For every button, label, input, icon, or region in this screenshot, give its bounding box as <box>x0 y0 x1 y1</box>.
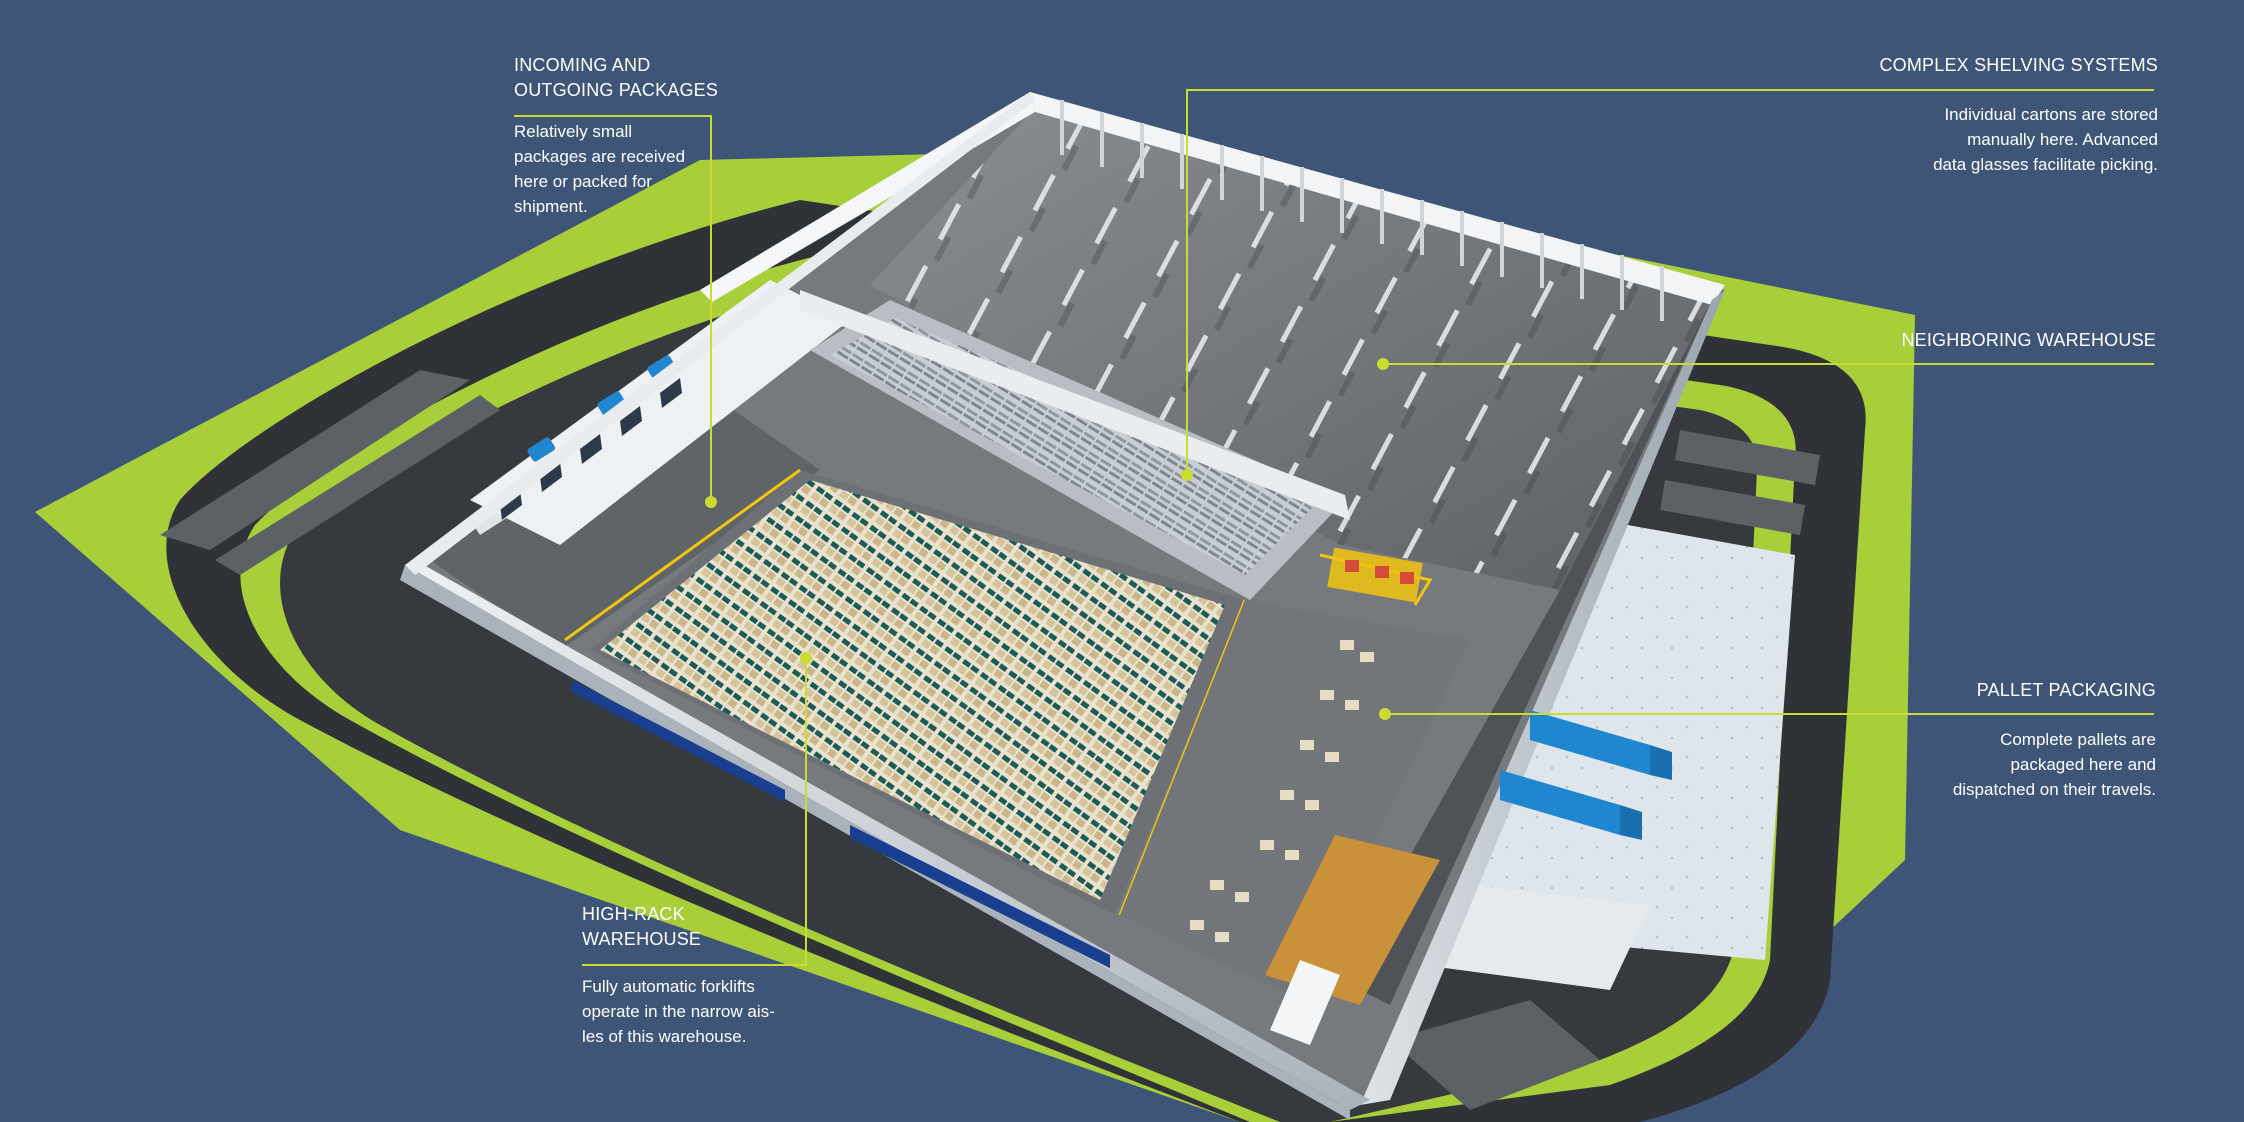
callout-incoming: INCOMING AND OUTGOING PACKAGES Relativel… <box>514 53 718 219</box>
office-block <box>470 280 850 545</box>
pallets <box>1190 640 1374 942</box>
warehouse-building <box>400 92 1725 1120</box>
pallet-packaging-floor <box>1120 600 1470 1000</box>
callout-dots <box>705 358 1391 720</box>
incoming-zone-floor <box>430 380 820 650</box>
trucks <box>1500 710 1672 840</box>
shelving-racks <box>830 318 1320 575</box>
right-wall <box>1360 290 1725 1105</box>
front-wall <box>405 560 1370 1110</box>
left-wall <box>405 92 1036 575</box>
callout-neighboring: NEIGHBORING WAREHOUSE <box>1901 328 2156 353</box>
high-rack-storage <box>600 480 1225 900</box>
delivery-vans <box>527 355 676 462</box>
callout-highrack-desc: Fully automatic forklifts operate in the… <box>582 977 775 1046</box>
parking-left <box>160 370 500 575</box>
callout-dot-highrack <box>800 652 812 664</box>
dock-house <box>1270 960 1340 1045</box>
callout-highrack: HIGH-RACK WAREHOUSE Fully automatic fork… <box>582 902 775 1049</box>
callout-pallet-title: PALLET PACKAGING <box>1976 680 2156 700</box>
callout-shelving-title: COMPLEX SHELVING SYSTEMS <box>1879 55 2158 75</box>
callout-neighboring-title: NEIGHBORING WAREHOUSE <box>1901 330 2156 350</box>
packaging-machines <box>1327 547 1423 603</box>
callout-dot-shelving <box>1181 469 1193 481</box>
callout-line-incoming <box>514 115 712 502</box>
office-windows <box>500 378 682 520</box>
front-wall-windows <box>572 680 1110 968</box>
callout-pallet-desc: Complete pallets are packaged here and d… <box>1952 730 2156 799</box>
callout-shelving-desc: Individual cartons are stored manually h… <box>1933 105 2158 174</box>
callout-lines <box>514 89 2154 966</box>
back-wall <box>1030 92 1725 305</box>
parking-right <box>1660 430 1820 535</box>
callout-incoming-title: INCOMING AND OUTGOING PACKAGES <box>514 55 719 100</box>
callout-line-highrack <box>582 658 807 966</box>
callout-line-shelving <box>1186 89 2154 475</box>
callout-highrack-title: HIGH-RACK WAREHOUSE <box>582 904 702 949</box>
callout-shelving: COMPLEX SHELVING SYSTEMS Individual cart… <box>1879 53 2158 177</box>
callout-dot-incoming <box>705 496 717 508</box>
loading-dock <box>1265 835 1440 1005</box>
callout-incoming-desc: Relatively small packages are received h… <box>514 122 686 216</box>
parking-bottom <box>1390 1000 1600 1110</box>
callout-dot-neighboring <box>1377 358 1389 370</box>
back-wall-pillars <box>1060 100 1664 321</box>
callout-pallet: PALLET PACKAGING Complete pallets are pa… <box>1953 678 2156 802</box>
callout-dot-pallet <box>1379 708 1391 720</box>
